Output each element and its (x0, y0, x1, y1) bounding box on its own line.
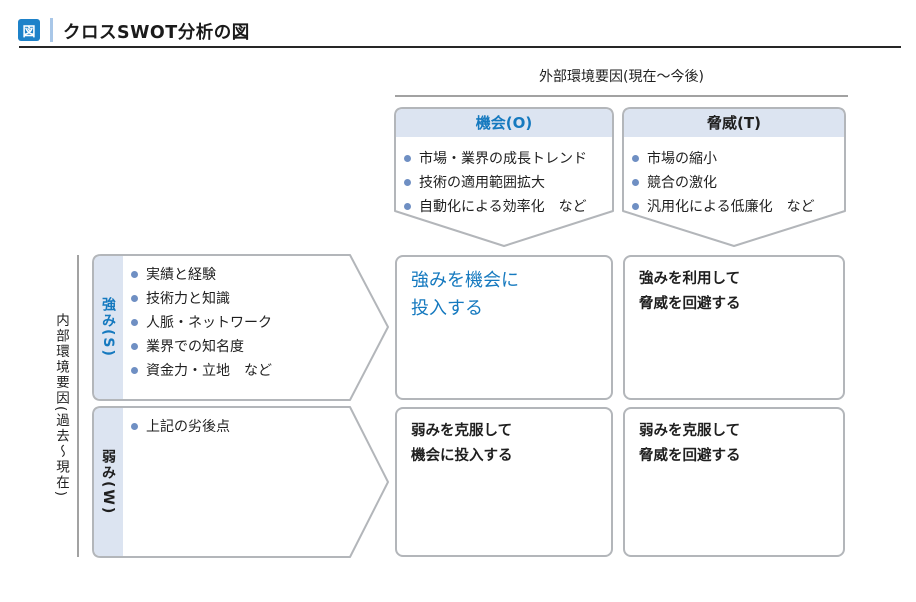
matrix-cell-wt: 弱みを克服して 脅威を回避する (623, 407, 845, 557)
list-item-label: 市場の縮小 (647, 151, 717, 167)
strength-header: 強み(S) (93, 255, 123, 400)
matrix-cell-st: 強みを利用して 脅威を回避する (623, 255, 845, 400)
list-item-label: 技術力と知識 (146, 291, 230, 307)
list-item: 資金力・立地 など (131, 358, 272, 382)
weakness-header-label: 弱み(W) (100, 448, 116, 516)
list-item: 市場・業界の成長トレンド (404, 146, 587, 170)
title-divider (50, 18, 53, 42)
weakness-header: 弱み(W) (93, 407, 123, 557)
external-axis-label: 外部環境要因(現在〜今後) (539, 69, 704, 85)
list-item: 業界での知名度 (131, 334, 272, 358)
list-item: 技術力と知識 (131, 286, 272, 310)
list-item-label: 実績と経験 (146, 267, 216, 283)
opportunity-shape (394, 107, 614, 247)
weakness-shape (92, 406, 389, 558)
figure-badge: 図 (18, 19, 40, 41)
strength-label-strip (94, 256, 123, 399)
list-item-label: 上記の劣後点 (146, 419, 230, 435)
list-item: 人脈・ネットワーク (131, 310, 272, 334)
list-item-label: 業界での知名度 (146, 339, 244, 355)
strength-shape (92, 254, 389, 401)
bullet-icon (131, 366, 138, 374)
list-item: 自動化による効率化 など (404, 194, 587, 218)
opportunity-header-strip (396, 109, 612, 137)
opportunity-header-label: 機会(O) (475, 114, 533, 132)
list-item-label: 競合の激化 (647, 175, 717, 191)
bullet-icon (632, 154, 639, 162)
internal-axis-line (77, 255, 79, 557)
external-axis-line (395, 95, 848, 97)
weakness-list: 上記の劣後点 (131, 414, 230, 438)
strength-list: 実績と経験 技術力と知識 人脈・ネットワーク 業界での知名度 資金力・立地 など (131, 262, 272, 382)
threat-shape (622, 107, 846, 247)
bullet-icon (131, 318, 138, 326)
bullet-icon (131, 342, 138, 350)
opportunity-header: 機会(O) (395, 108, 613, 137)
strength-header-label: 強み(S) (100, 297, 116, 358)
threat-header: 脅威(T) (623, 108, 845, 137)
matrix-cell-so: 強みを機会に 投入する (395, 255, 613, 400)
internal-axis-label: 内部環境要因(過去〜現在) (53, 313, 69, 499)
threat-header-label: 脅威(T) (707, 114, 761, 132)
list-item-label: 市場・業界の成長トレンド (419, 151, 587, 167)
matrix-cell-wo: 弱みを克服して 機会に投入する (395, 407, 613, 557)
opportunity-list: 市場・業界の成長トレンド 技術の適用範囲拡大 自動化による効率化 など (404, 146, 587, 218)
list-item-label: 汎用化による低廉化 など (647, 199, 815, 215)
list-item-label: 技術の適用範囲拡大 (419, 175, 545, 191)
bullet-icon (632, 202, 639, 210)
list-item: 技術の適用範囲拡大 (404, 170, 587, 194)
bullet-icon (404, 154, 411, 162)
page-title: クロスSWOT分析の図 (63, 23, 250, 43)
figure-badge-label: 図 (22, 24, 36, 40)
list-item-label: 人脈・ネットワーク (146, 315, 272, 331)
threat-list: 市場の縮小 競合の激化 汎用化による低廉化 など (632, 146, 815, 218)
list-item: 汎用化による低廉化 など (632, 194, 815, 218)
bullet-icon (632, 178, 639, 186)
list-item-label: 自動化による効率化 など (419, 199, 587, 215)
list-item: 市場の縮小 (632, 146, 815, 170)
bullet-icon (404, 178, 411, 186)
list-item: 実績と経験 (131, 262, 272, 286)
bullet-icon (131, 270, 138, 278)
title-rule (19, 46, 901, 48)
weakness-label-strip (94, 408, 123, 556)
bullet-icon (404, 202, 411, 210)
list-item: 上記の劣後点 (131, 414, 230, 438)
bullet-icon (131, 294, 138, 302)
threat-header-strip (624, 109, 844, 137)
list-item-label: 資金力・立地 など (146, 363, 272, 379)
list-item: 競合の激化 (632, 170, 815, 194)
bullet-icon (131, 422, 138, 430)
